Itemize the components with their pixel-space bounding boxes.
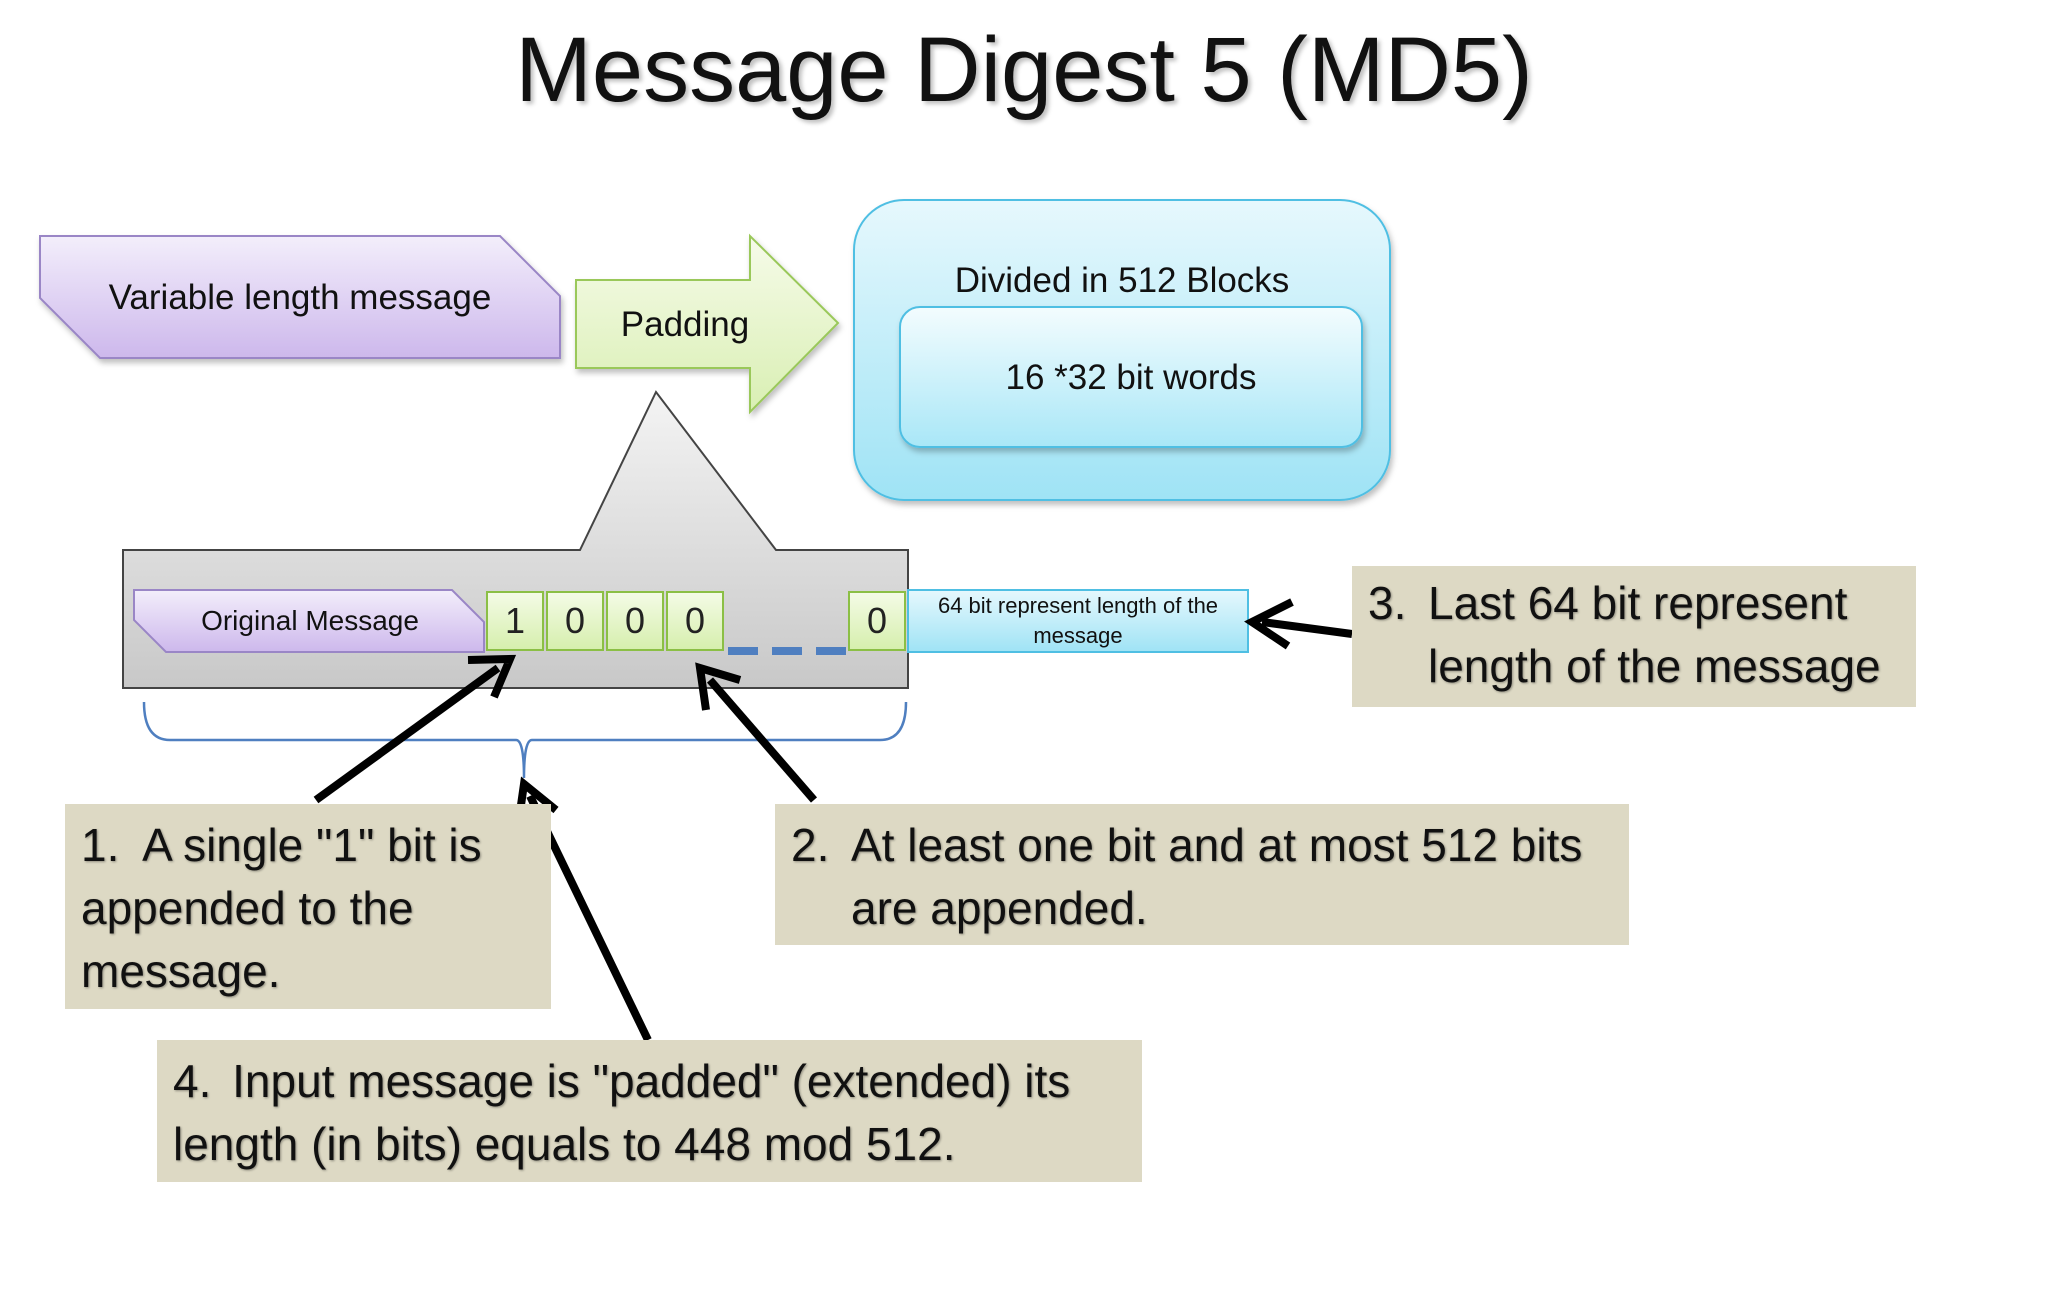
original-message-shape xyxy=(133,589,485,653)
padding-label: Padding xyxy=(620,305,750,344)
note-length-field-text: Last 64 bit represent length of the mess… xyxy=(1428,577,1881,692)
blocks-title: Divided in 512 Blocks xyxy=(954,261,1290,300)
note-appended-bits: 2. At least one bit and at most 512 bits… xyxy=(775,804,1629,945)
arrow-note1-to-first-bit xyxy=(313,654,517,804)
note-padded-length: 4. Input message is "padded" (extended) … xyxy=(157,1040,1142,1182)
bit-zero-last: 0 xyxy=(848,591,906,651)
arrow-note2-to-padding-bits xyxy=(695,662,818,803)
length-field-box xyxy=(907,589,1249,653)
note-single-bit-number: 1. xyxy=(81,819,120,871)
note-padded-length-number: 4. xyxy=(173,1055,212,1107)
bit-zero-3: 0 xyxy=(666,591,724,651)
words-box xyxy=(899,306,1363,448)
note-padded-length-text: Input message is "padded" (extended) its… xyxy=(173,1055,1071,1170)
note-single-bit: 1. A single "1" bit is appended to the m… xyxy=(65,804,551,1009)
note-length-field: 3. Last 64 bit represent length of the m… xyxy=(1352,566,1916,707)
padding-arrow xyxy=(575,233,840,415)
note-appended-bits-text: At least one bit and at most 512 bits ar… xyxy=(851,819,1583,934)
variable-message-shape xyxy=(39,235,561,359)
bit-zero-2: 0 xyxy=(606,591,664,651)
bit-zero-1: 0 xyxy=(546,591,604,651)
note-single-bit-text: A single "1" bit is appended to the mess… xyxy=(81,819,482,997)
words-label: 16 *32 bit words xyxy=(1005,358,1257,397)
variable-message-label: Variable length message xyxy=(108,278,492,317)
arrow-note3-to-length-field xyxy=(1244,598,1353,650)
length-field-label: 64 bit represent length of the message xyxy=(937,593,1219,648)
page-title: Message Digest 5 (MD5) xyxy=(515,19,1533,121)
original-message-label: Original Message xyxy=(201,605,419,636)
padded-length-brace xyxy=(142,701,908,779)
note-length-field-number: 3. xyxy=(1368,577,1407,629)
bit-one: 1 xyxy=(486,591,544,651)
note-appended-bits-number: 2. xyxy=(791,819,830,871)
